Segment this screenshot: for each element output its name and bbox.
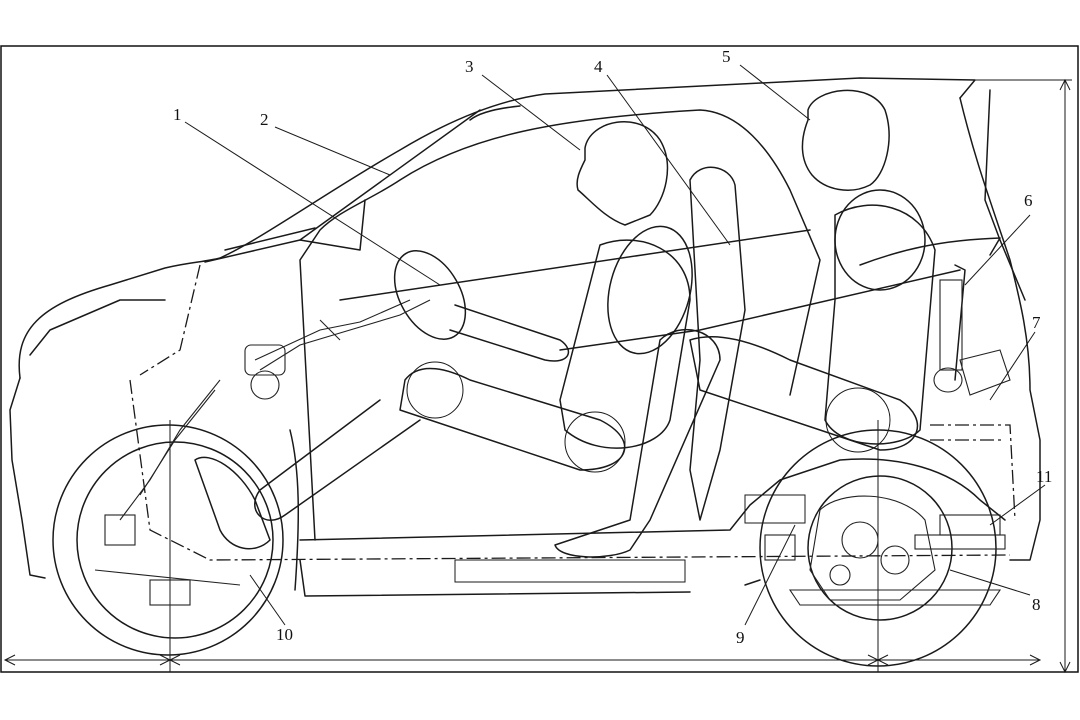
callout-7: 7: [1032, 313, 1041, 332]
diagram-canvas: 1 2 3 4 5 6 7 8 9 10 11: [0, 45, 1079, 674]
cabin-lines: [299, 109, 1001, 541]
callout-10: 10: [276, 625, 293, 644]
front-wheel: [52, 420, 284, 672]
leader-lines: [184, 64, 1046, 626]
front-occupant: [194, 121, 693, 550]
rear-drive-unit: [764, 495, 1002, 606]
figure-border: [0, 45, 1079, 673]
callout-5: 5: [722, 47, 731, 66]
callout-9: 9: [736, 628, 745, 647]
rear-seat-and-motor: [764, 264, 1011, 606]
callout-2: 2: [260, 110, 269, 129]
rear-occupant: [689, 89, 936, 453]
callout-8: 8: [1032, 595, 1041, 614]
rear-wheel: [759, 420, 997, 672]
callout-labels: 1 2 3 4 5 6 7 8 9 10 11: [173, 47, 1052, 647]
callout-11: 11: [1036, 467, 1052, 486]
callout-1: 1: [173, 105, 182, 124]
callout-6: 6: [1024, 191, 1033, 210]
steering-assembly: [94, 250, 467, 606]
vehicle-layout-diagram: 1 2 3 4 5 6 7 8 9 10 11: [0, 44, 1080, 674]
underbody-dashed: [129, 264, 1016, 583]
car-body-outline: [9, 77, 1041, 597]
front-seat: [554, 166, 746, 558]
callout-4: 4: [594, 57, 603, 76]
callout-3: 3: [465, 57, 474, 76]
dimension-lines: [3, 78, 1072, 674]
